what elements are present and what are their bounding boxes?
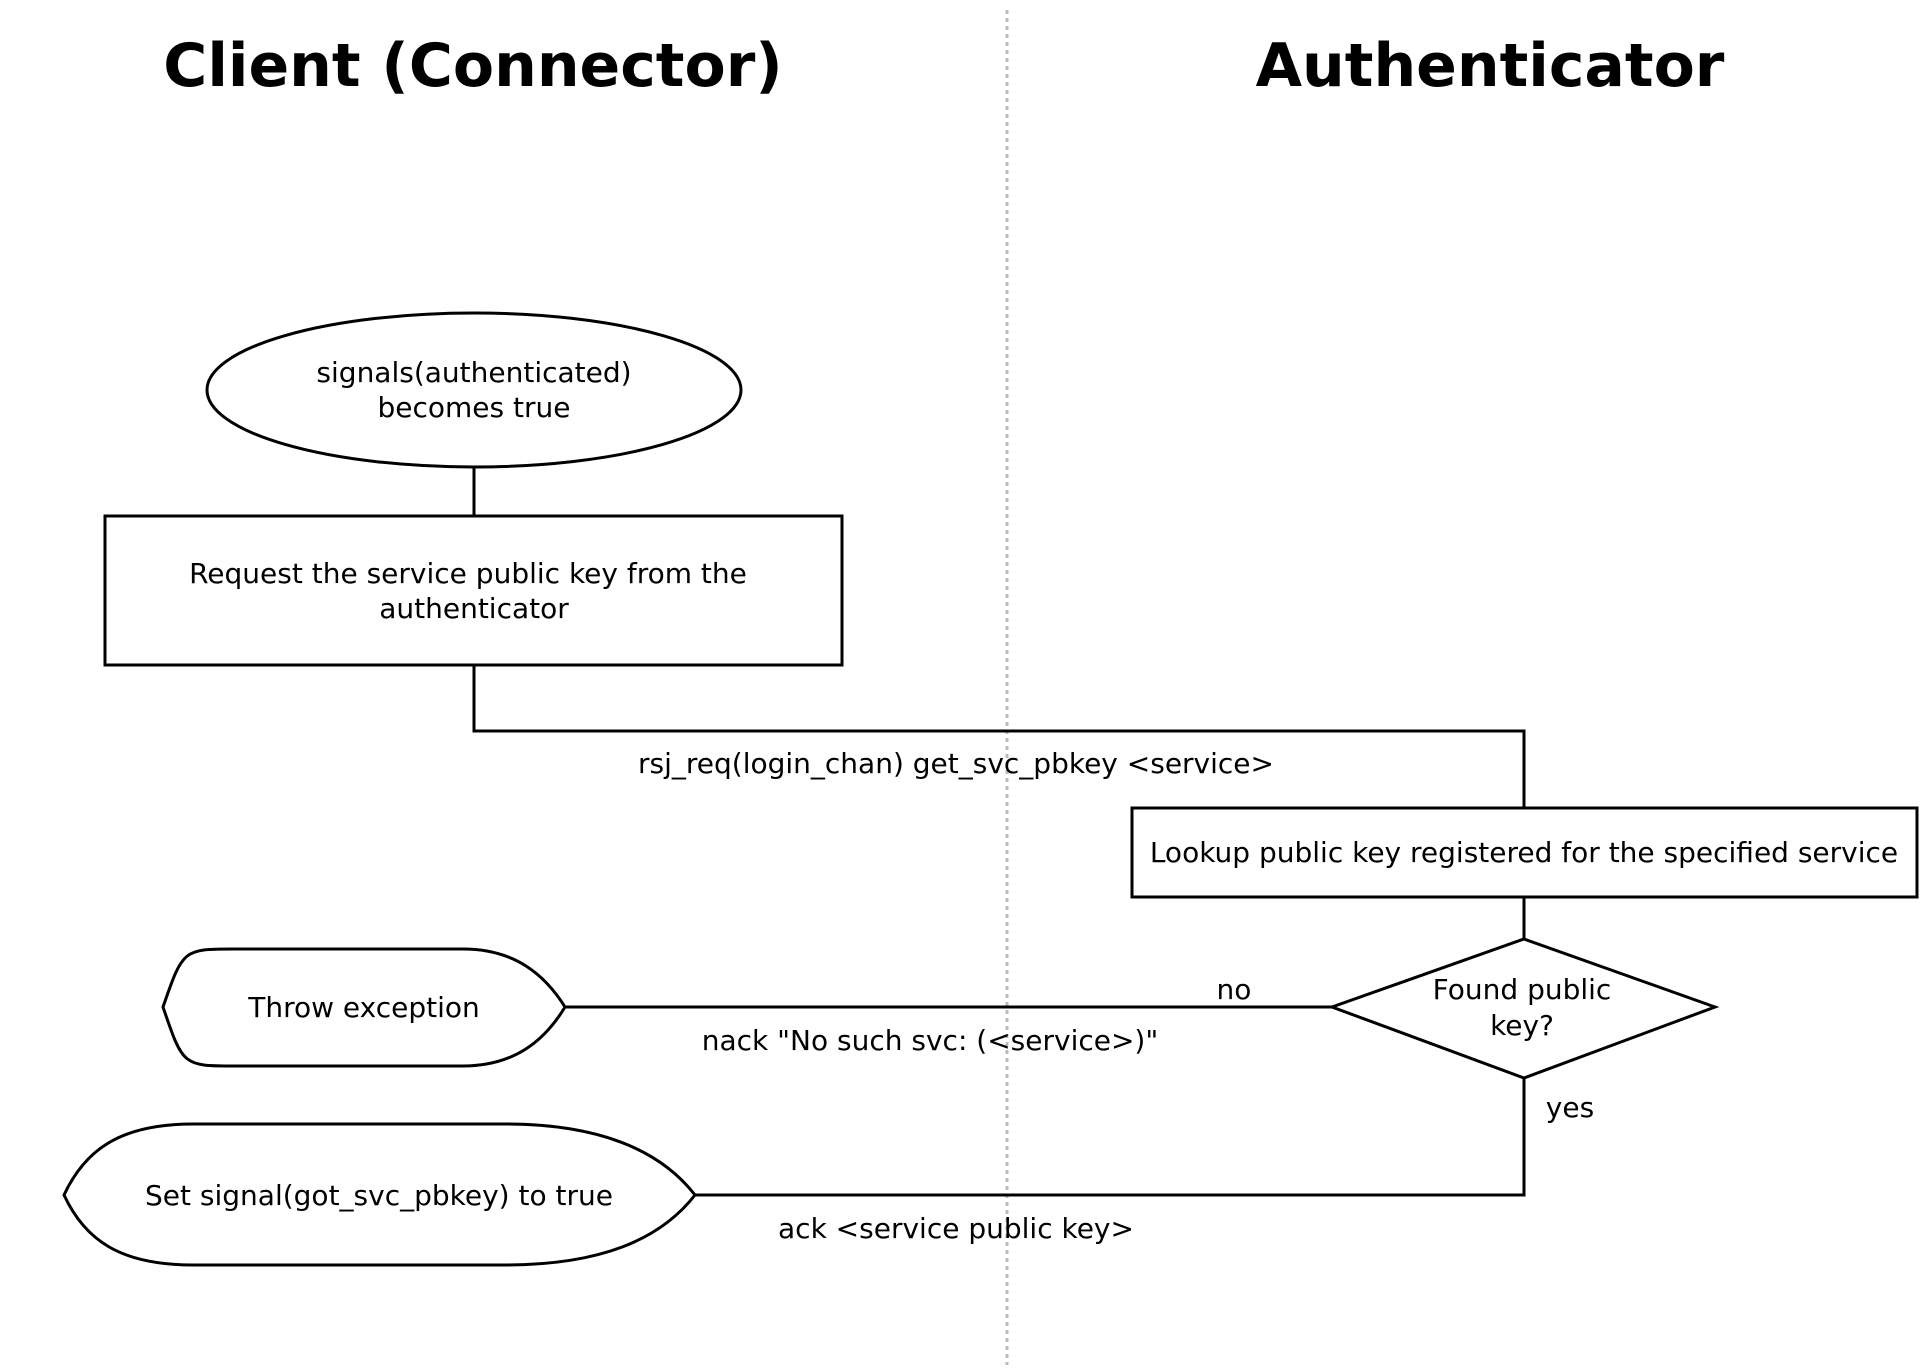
set-signal-shape bbox=[62, 1122, 697, 1267]
lookup-process-node: Lookup public key registered for the spe… bbox=[1130, 806, 1919, 899]
found-key-decision-node: Found public key? bbox=[1327, 937, 1720, 1080]
request-process-label-line2: authenticator bbox=[379, 592, 569, 625]
throw-exception-shape bbox=[161, 947, 567, 1068]
start-event-node: signals(authenticated) becomes true bbox=[205, 311, 743, 469]
start-event-ellipse bbox=[205, 311, 743, 469]
decision-label-line1: Found public bbox=[1433, 973, 1612, 1006]
set-signal-node: Set signal(got_svc_pbkey) to true bbox=[62, 1122, 697, 1267]
client-lane-title: Client (Connector) bbox=[163, 31, 782, 101]
start-event-label-line1: signals(authenticated) bbox=[316, 356, 631, 389]
ack-message-label: ack <service public key> bbox=[778, 1212, 1134, 1245]
request-process-node: Request the service public key from the … bbox=[103, 514, 844, 667]
set-signal-label: Set signal(got_svc_pbkey) to true bbox=[145, 1179, 613, 1212]
throw-exception-label: Throw exception bbox=[247, 991, 480, 1024]
no-branch-label: no bbox=[1217, 973, 1252, 1006]
request-message-label: rsj_req(login_chan) get_svc_pbkey <servi… bbox=[638, 747, 1274, 780]
edge-decision-yes-to-set-signal bbox=[695, 1078, 1526, 1197]
request-process-label-line1: Request the service public key from the bbox=[189, 557, 747, 590]
found-key-decision-diamond bbox=[1327, 937, 1720, 1080]
lookup-process-label: Lookup public key registered for the spe… bbox=[1150, 836, 1898, 869]
authenticator-lane-title: Authenticator bbox=[1256, 31, 1725, 101]
yes-branch-label: yes bbox=[1546, 1091, 1594, 1124]
throw-exception-node: Throw exception bbox=[161, 947, 567, 1068]
nack-message-label: nack "No such svc: (<service>)" bbox=[702, 1024, 1158, 1057]
edge-request-to-lookup bbox=[472, 665, 1526, 808]
request-process-box bbox=[103, 514, 844, 667]
lookup-process-box bbox=[1130, 806, 1919, 899]
start-event-label-line2: becomes true bbox=[378, 391, 571, 424]
decision-label-line2: key? bbox=[1490, 1009, 1554, 1042]
